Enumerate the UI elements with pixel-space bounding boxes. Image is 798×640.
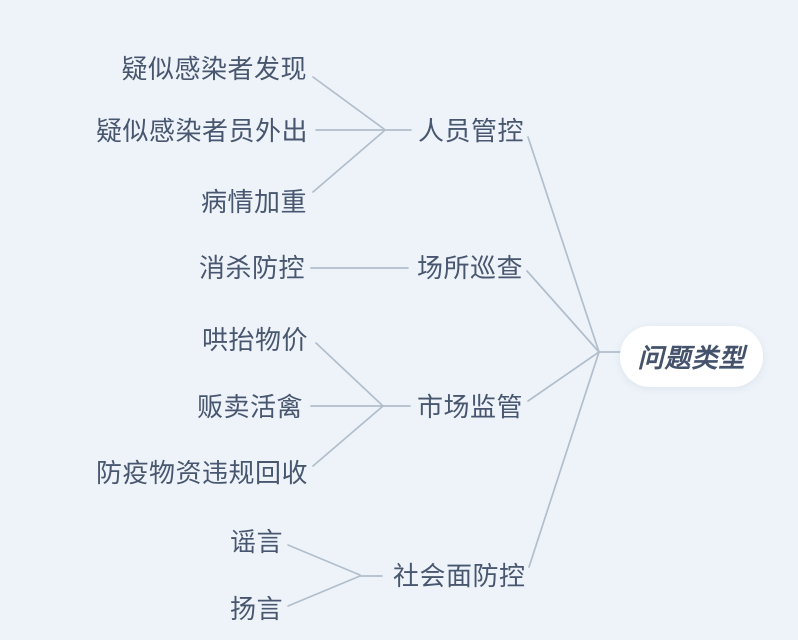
connector-line <box>287 544 361 576</box>
leaf-price-gouging[interactable]: 哄抬物价 <box>201 325 308 355</box>
leaf-selling-live-poultry[interactable]: 贩卖活禽 <box>196 392 303 422</box>
connector-line <box>315 342 384 407</box>
root-node-problem-type[interactable]: 问题类型 <box>620 326 763 387</box>
leaf-illegal-recycling-supplies[interactable]: 防疫物资违规回收 <box>95 458 308 488</box>
connector-line <box>527 136 600 353</box>
leaf-rumors[interactable]: 谣言 <box>229 527 283 557</box>
connector-line <box>312 405 384 467</box>
leaf-condition-worsening[interactable]: 病情加重 <box>200 187 307 217</box>
leaf-suspected-infected-going-out[interactable]: 疑似感染者员外出 <box>95 116 308 146</box>
branch-market-supervision[interactable]: 市场监管 <box>417 392 524 422</box>
root-node-label: 问题类型 <box>637 343 746 373</box>
leaf-disinfection-control[interactable]: 消杀防控 <box>198 253 305 283</box>
connector-line <box>287 575 361 607</box>
branch-social-control[interactable]: 社会面防控 <box>393 561 526 591</box>
connector-line <box>312 76 385 130</box>
leaf-suspected-infected-found[interactable]: 疑似感染者发现 <box>121 54 307 84</box>
connector-line <box>312 130 385 193</box>
connector-line <box>527 351 600 402</box>
connector-line <box>526 270 600 353</box>
leaf-threats[interactable]: 扬言 <box>229 594 283 624</box>
branch-personnel-control[interactable]: 人员管控 <box>418 116 525 146</box>
branch-site-inspection[interactable]: 场所巡查 <box>417 253 524 283</box>
connector-line <box>528 351 600 568</box>
